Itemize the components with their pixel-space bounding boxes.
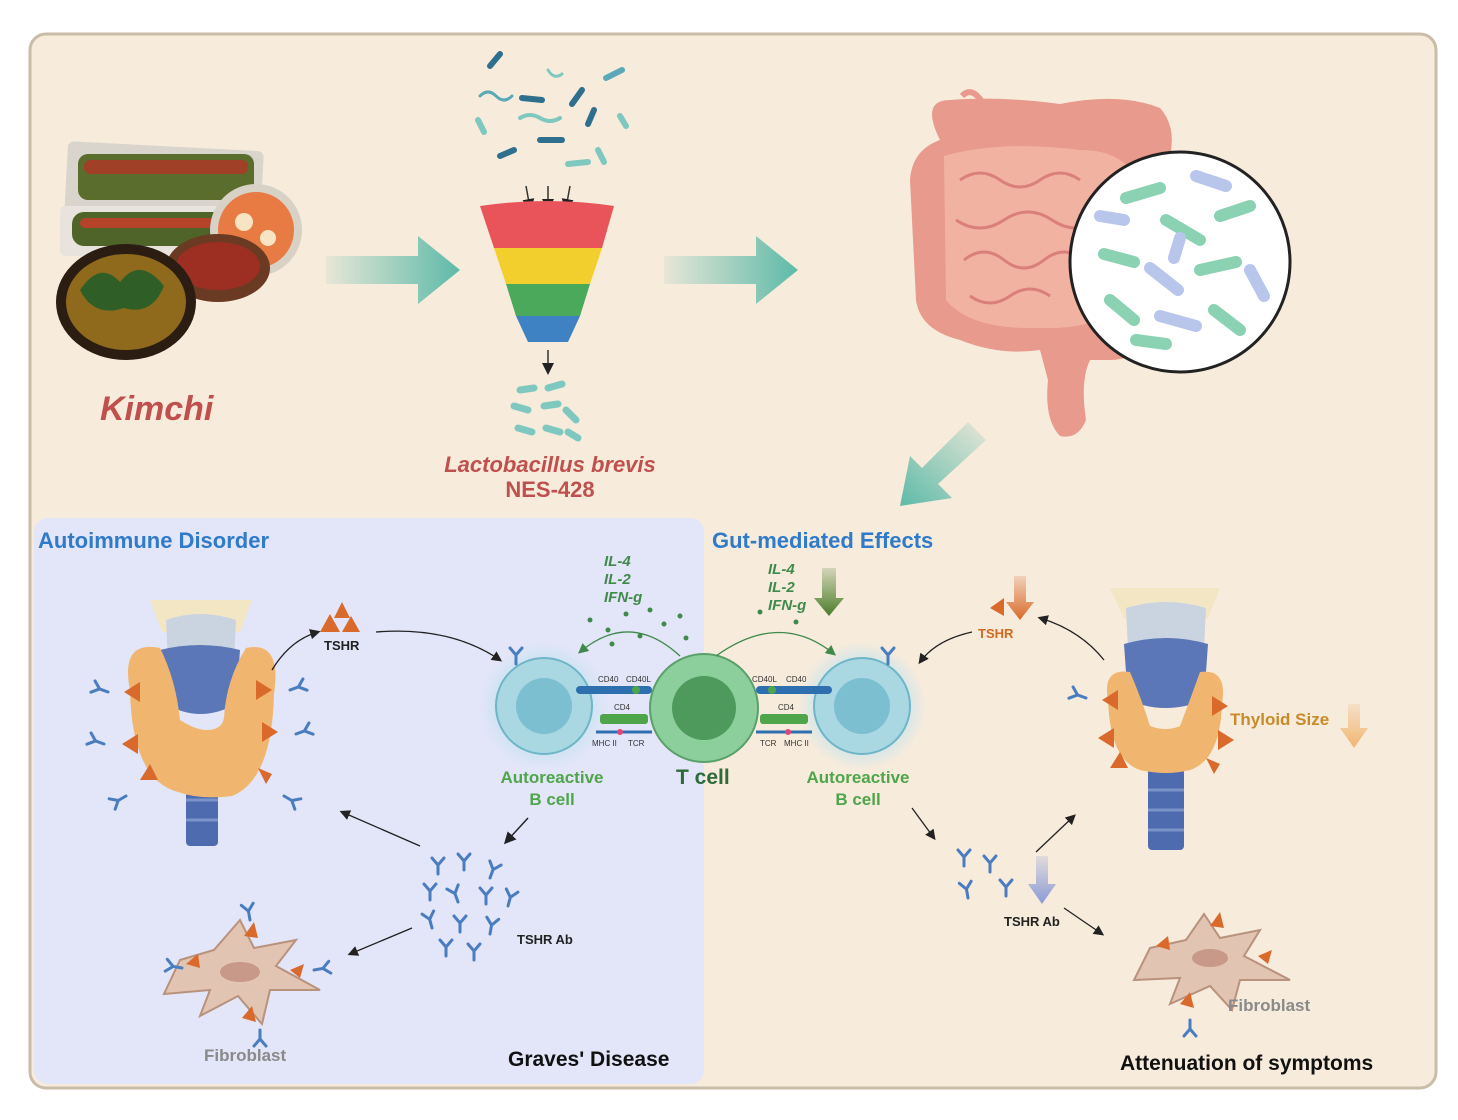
fibroblast-label-left: Fibroblast [204,1046,287,1065]
flow-arrow-3 [900,422,986,506]
lactobacillus-rods [510,380,582,442]
lactobacillus-strain: NES-428 [505,477,595,502]
antibody-decrease-arrow [1028,856,1056,904]
cytokine-ifng: IFN-g [604,589,643,606]
svg-text:CD40L: CD40L [752,675,777,684]
t-cell-label: T cell [676,766,730,789]
tshr-label-right: TSHR [978,626,1014,641]
tshr-receptors-left [122,680,278,784]
microbiome-magnifier [1068,150,1292,374]
autoreactive-text: Autoreactive [806,768,910,787]
cytokine-decrease-arrow [814,568,844,616]
tshr-decrease-arrow [1006,576,1034,620]
kimchi-label: Kimchi [100,390,214,428]
tshr-ab-label-left: TSHR Ab [517,932,573,947]
fibroblast-left [162,901,333,1048]
thyroid-left [128,600,276,846]
thyroid-size-label: Thyloid Size [1230,710,1330,729]
bacteria-cluster [475,51,629,167]
b-cell-left [480,642,608,770]
svg-text:CD40: CD40 [786,675,807,684]
synapse-left [576,686,652,735]
lactobacillus-label: Lactobacillus brevis NES-428 [400,452,700,502]
thyroid-size-decrease-arrow [1340,704,1368,748]
b-cell-right [798,642,926,770]
svg-text:CD4: CD4 [614,703,631,712]
cytokines-right: IL-4 IL-2 IFN-g [768,561,806,615]
lactobacillus-species: Lactobacillus brevis [444,452,656,477]
svg-text:MHC II: MHC II [592,739,617,748]
flow-arrow-1 [326,236,460,304]
svg-text:TCR: TCR [760,739,777,748]
svg-text:CD4: CD4 [778,703,795,712]
b-cell-text: B cell [529,790,575,809]
cytokines-left: IL-4 IL-2 IFN-g [604,553,642,607]
kimchi-photo [56,141,302,360]
cytokine-il4: IL-4 [768,561,795,578]
tshr-receptors-right [1098,690,1234,774]
cytokine-ifng: IFN-g [768,597,807,614]
autoreactive-text: Autoreactive [500,768,604,787]
filter-funnel [480,201,614,342]
svg-text:CD40L: CD40L [626,675,651,684]
t-cell [649,653,759,763]
attenuation-label: Attenuation of symptoms [1120,1052,1374,1075]
receptor-labels: CD40 CD40L CD4 MHC II TCR CD40L CD40 CD4… [592,675,809,748]
autoimmune-title: Autoimmune Disorder [38,528,270,553]
flow-arrow-2 [664,236,798,304]
graves-disease-label: Graves' Disease [508,1048,670,1071]
cytokine-il2: IL-2 [768,579,795,596]
svg-text:TCR: TCR [628,739,645,748]
tshr-label-left: TSHR [324,638,360,653]
svg-text:MHC II: MHC II [784,739,809,748]
b-cell-label-right: Autoreactive B cell [798,767,918,811]
svg-text:CD40: CD40 [598,675,619,684]
fibroblast-label-right: Fibroblast [1228,996,1311,1015]
fibroblast-right [1132,912,1291,1038]
tshr-cluster-left [320,602,360,632]
synapse-right [756,686,832,735]
cytokine-dots [587,607,799,647]
gut-effects-title: Gut-mediated Effects [712,528,934,553]
thyroid-right [1106,588,1224,850]
cytokine-il4: IL-4 [604,553,631,570]
cytokine-il2: IL-2 [604,571,631,588]
b-cell-label-left: Autoreactive B cell [492,767,612,811]
tshr-ab-label-right: TSHR Ab [1004,914,1060,929]
b-cell-text: B cell [835,790,881,809]
